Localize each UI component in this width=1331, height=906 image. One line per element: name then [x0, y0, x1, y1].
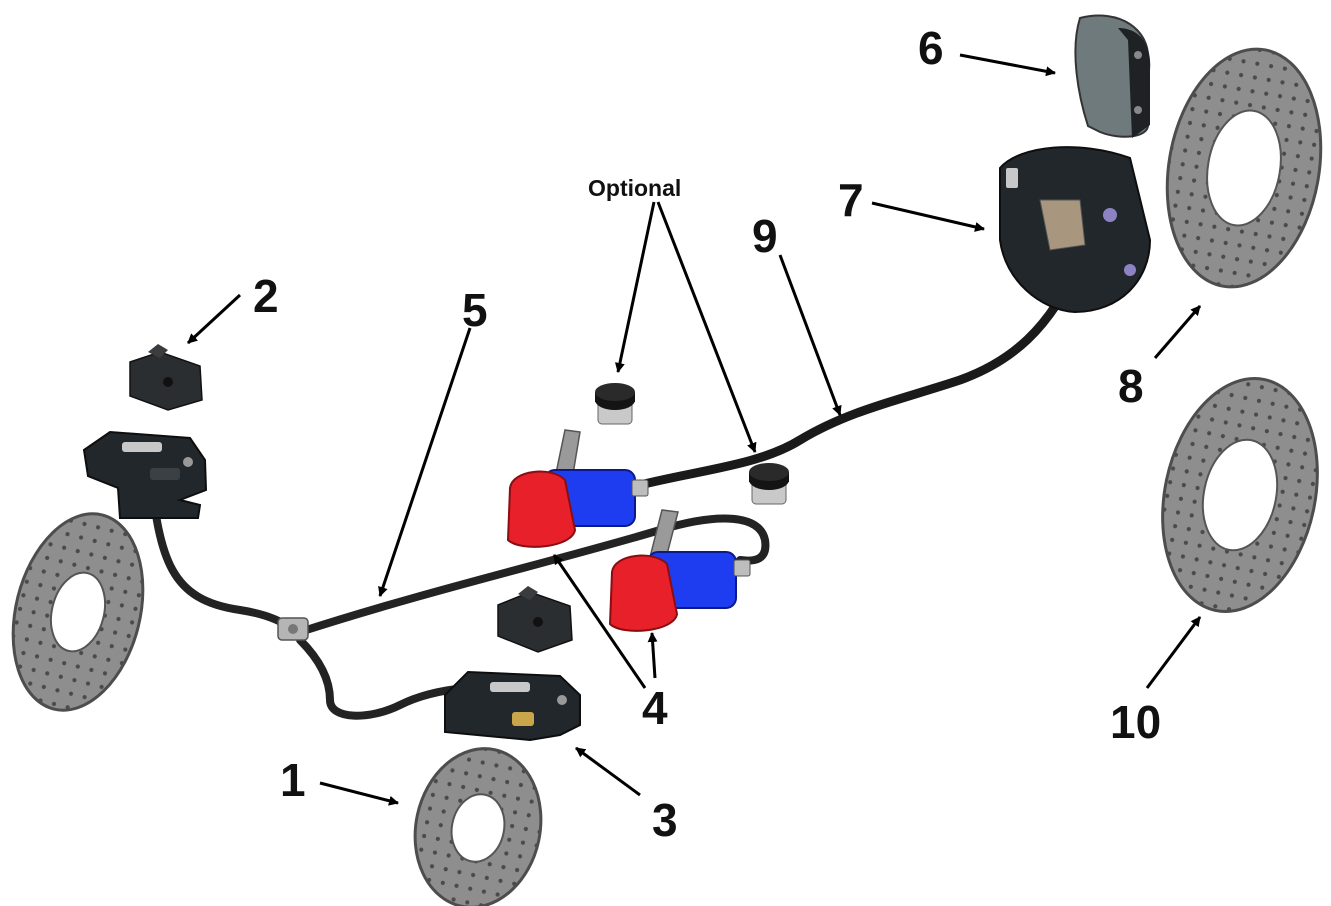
callout-10: 10 — [1110, 696, 1162, 748]
optional-reservoir-cap-left — [595, 383, 635, 425]
arrow-6 — [959, 53, 1056, 77]
front-left-caliper — [82, 430, 208, 519]
front-right-disc — [413, 747, 543, 906]
front-right-caliper-3 — [444, 670, 581, 742]
callout-2: 2 — [253, 270, 279, 322]
arrow-7 — [871, 201, 985, 232]
rear-disc-10 — [1161, 377, 1319, 613]
arrow-1 — [319, 781, 399, 806]
arrow-2 — [186, 293, 242, 345]
callout-8: 8 — [1118, 360, 1144, 412]
rear-brake-hose — [635, 255, 1085, 490]
callout-3: 3 — [652, 794, 678, 846]
arrow-optional-left — [614, 201, 656, 373]
arrow-8 — [1153, 305, 1202, 359]
arrow-3 — [575, 746, 641, 797]
hose-splitter — [277, 617, 309, 641]
callout-7: 7 — [838, 174, 864, 226]
rear-caliper-7 — [999, 146, 1152, 314]
optional-label: Optional — [588, 175, 682, 201]
callout-4: 4 — [642, 682, 668, 734]
callout-6: 6 — [918, 22, 944, 74]
optional-reservoir-cap-right — [749, 463, 789, 505]
leader-arrows — [186, 53, 1202, 806]
callout-5: 5 — [462, 284, 488, 336]
front-left-disc — [11, 512, 145, 712]
arrow-10 — [1145, 616, 1202, 689]
arrow-4-left — [552, 554, 647, 689]
arrow-4-right — [647, 632, 658, 679]
arrow-9 — [778, 254, 842, 416]
callout-9: 9 — [752, 210, 778, 262]
arrow-5 — [378, 327, 472, 597]
rear-brake-pads-6 — [1074, 14, 1151, 138]
rear-disc-8 — [1165, 47, 1323, 289]
front-brake-pads — [497, 586, 573, 653]
master-cylinder-upper — [506, 429, 649, 548]
front-brake-pads-2 — [129, 344, 203, 411]
master-cylinder-lower — [608, 509, 751, 632]
arrow-optional-right — [656, 201, 757, 453]
callout-1: 1 — [280, 754, 306, 806]
